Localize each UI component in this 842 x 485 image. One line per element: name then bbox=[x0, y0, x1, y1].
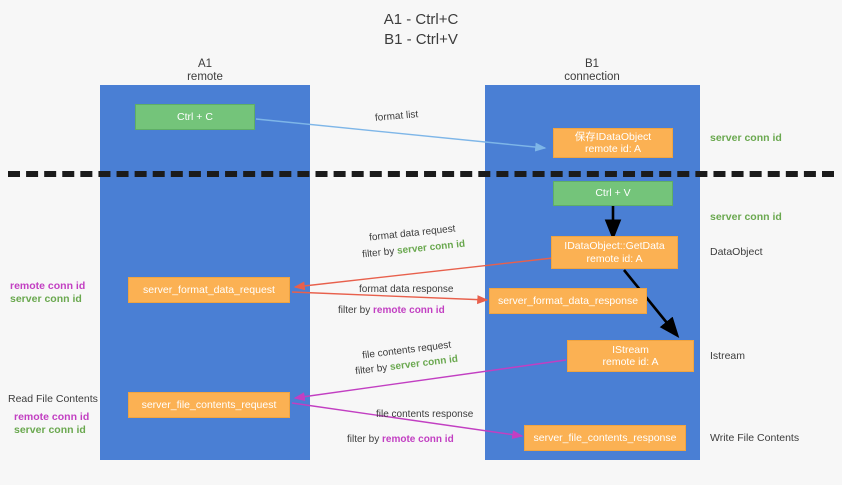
node-getdata-line1: IDataObject::GetData bbox=[564, 240, 665, 252]
left-label-remote-conn-2: remote conn id bbox=[14, 411, 90, 423]
left-label-server-conn-2: server conn id bbox=[14, 424, 86, 436]
node-server-file-contents-response-line1: server_file_contents_response bbox=[533, 431, 677, 444]
phase-divider bbox=[8, 171, 834, 177]
node-ctrl-c-line1: Ctrl + C bbox=[177, 110, 213, 123]
node-istream-line1: IStream bbox=[612, 343, 649, 356]
column-header-a1: A1 remote bbox=[187, 58, 223, 83]
edge-filter-format-data-response: filter by remote conn id bbox=[338, 304, 445, 318]
right-label-dataobject: DataObject bbox=[710, 246, 763, 258]
node-save-idataobject-line1: 保存IDataObject bbox=[574, 130, 652, 143]
edge-label-format-list: format list bbox=[374, 109, 419, 124]
node-server-file-contents-response[interactable]: server_file_contents_response bbox=[524, 425, 686, 451]
node-save-idataobject[interactable]: 保存IDataObject remote id: A bbox=[553, 128, 673, 158]
edge-filter-file-contents-request-prefix: filter by bbox=[354, 362, 391, 378]
right-label-server-conn-top: server conn id bbox=[710, 132, 782, 144]
node-server-format-data-request[interactable]: server_format_data_request bbox=[128, 277, 290, 303]
edge-filter-file-contents-response-prefix: filter by bbox=[347, 434, 383, 445]
node-istream-line2: remote id: A bbox=[602, 356, 659, 368]
node-ctrl-c[interactable]: Ctrl + C bbox=[135, 104, 255, 130]
node-server-format-data-request-line1: server_format_data_request bbox=[143, 283, 275, 296]
edge-filter-format-data-response-prefix: filter by bbox=[338, 305, 374, 316]
right-label-istream: Istream bbox=[710, 350, 746, 362]
edge-filter-format-data-response-key: remote conn id bbox=[373, 305, 445, 316]
node-istream[interactable]: IStream remote id: A bbox=[567, 340, 694, 372]
edge-label-file-contents-response: file contents response bbox=[376, 408, 473, 422]
node-server-format-data-response-line1: server_format_data_response bbox=[497, 294, 639, 307]
node-getdata[interactable]: IDataObject::GetData remote id: A bbox=[551, 236, 678, 269]
page-title: A1 - Ctrl+C B1 - Ctrl+V bbox=[383, 11, 459, 48]
right-label-server-conn-mid: server conn id bbox=[710, 211, 782, 223]
right-label-write-file-contents: Write File Contents bbox=[710, 432, 800, 444]
edge-filter-format-data-request-prefix: filter by bbox=[361, 245, 398, 261]
edge-filter-file-contents-response-key: remote conn id bbox=[382, 434, 454, 445]
edge-label-file-contents-response-text: file contents response bbox=[376, 409, 474, 420]
node-ctrl-v-line1: Ctrl + V bbox=[595, 187, 631, 200]
left-label-remote-conn-1: remote conn id bbox=[10, 280, 86, 292]
edge-label-format-data-response-text: format data response bbox=[359, 284, 454, 295]
left-label-server-conn-1: server conn id bbox=[10, 293, 82, 305]
node-server-file-contents-request-line1: server_file_contents_request bbox=[141, 398, 277, 411]
node-server-format-data-response[interactable]: server_format_data_response bbox=[489, 288, 647, 314]
node-ctrl-v[interactable]: Ctrl + V bbox=[553, 181, 673, 206]
edge-label-format-data-response: format data response bbox=[359, 283, 454, 297]
column-header-b1: B1 connection bbox=[564, 58, 620, 83]
node-getdata-line2: remote id: A bbox=[586, 252, 643, 265]
left-label-read-file-contents: Read File Contents bbox=[8, 393, 98, 405]
edge-filter-file-contents-response: filter by remote conn id bbox=[347, 433, 454, 447]
node-save-idataobject-line2: remote id: A bbox=[584, 143, 642, 155]
node-server-file-contents-request[interactable]: server_file_contents_request bbox=[128, 392, 290, 418]
